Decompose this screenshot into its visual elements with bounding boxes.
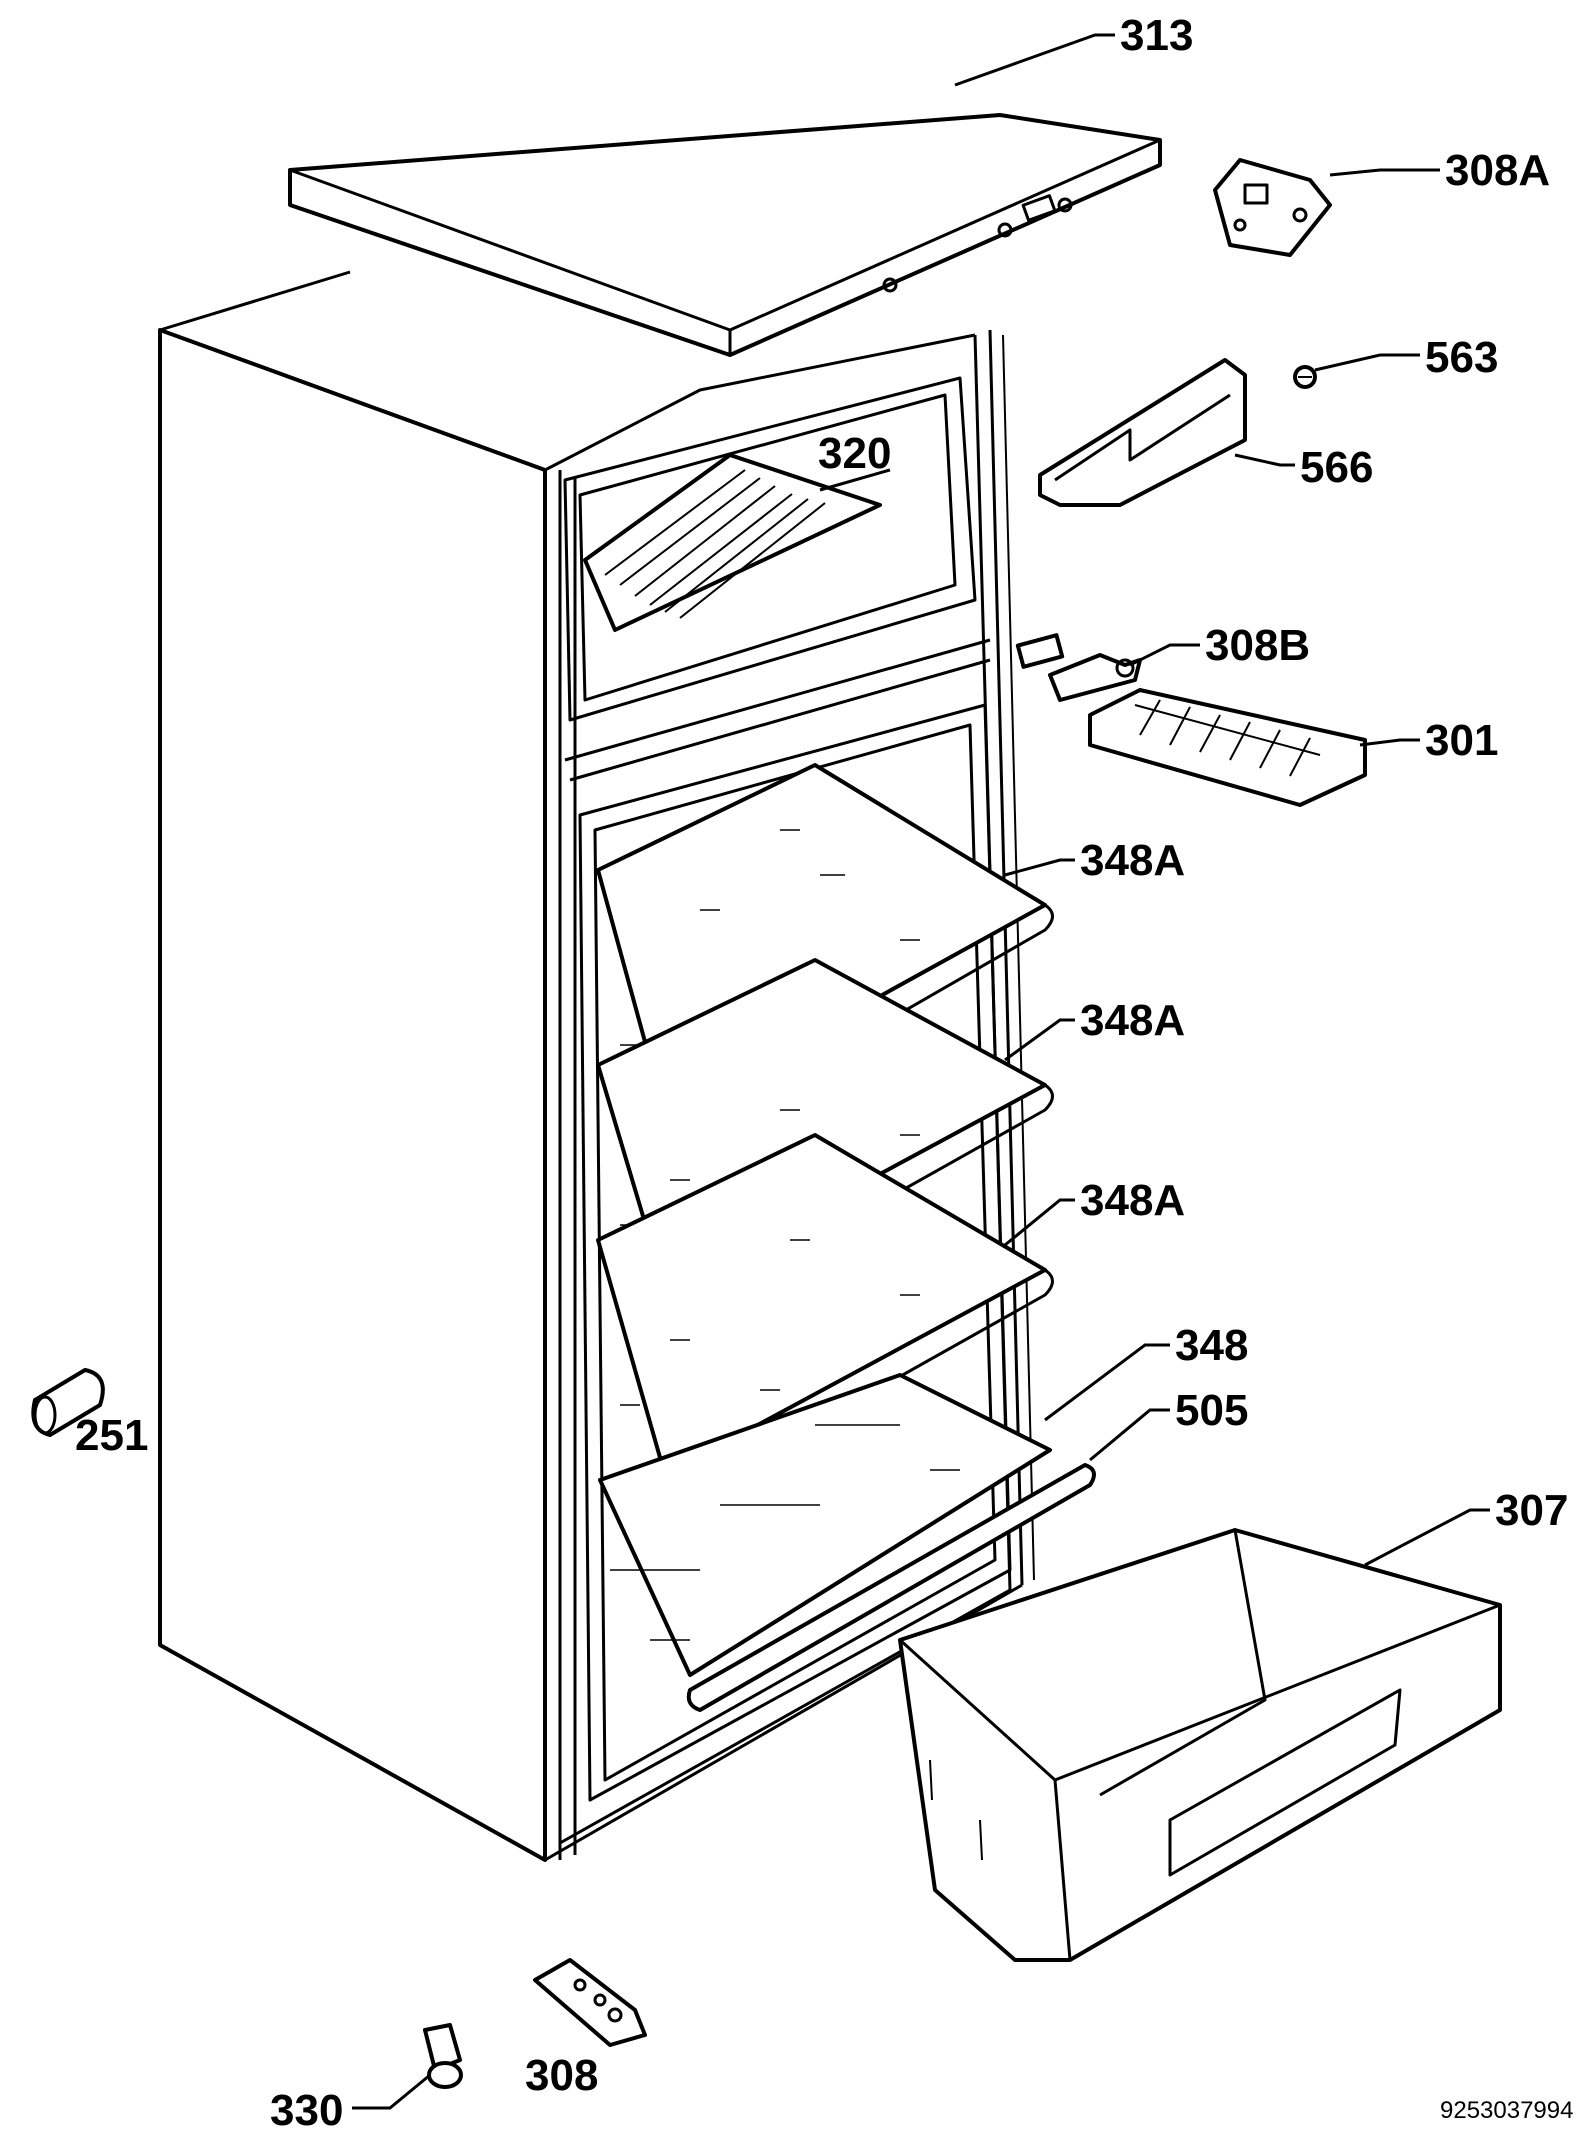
shelf-trim-strip-505 <box>686 1463 1096 1712</box>
callout-348A-3: 348A <box>1080 1176 1185 1225</box>
callout-251: 251 <box>75 1411 148 1460</box>
screw-563 <box>1293 365 1317 389</box>
callout-308A: 308A <box>1445 146 1550 195</box>
fridge-compartment <box>578 703 1012 1802</box>
top-cover-313 <box>288 113 1162 357</box>
freezer-grid-shelf <box>583 453 882 632</box>
callout-labels: 313 308A 563 566 320 308B 301 348A 348A … <box>75 11 1573 2129</box>
callout-308: 308 <box>525 2051 598 2100</box>
freezer-flap-566 <box>1038 358 1247 507</box>
callout-301: 301 <box>1425 716 1498 765</box>
callout-307: 307 <box>1495 1486 1568 1535</box>
callout-320: 320 <box>818 429 891 478</box>
callout-566: 566 <box>1300 443 1373 492</box>
callout-563: 563 <box>1425 333 1498 382</box>
callout-308B: 308B <box>1205 621 1310 670</box>
top-hinge-308A <box>1213 158 1332 257</box>
callout-330: 330 <box>270 2086 343 2129</box>
middle-hinge-308B <box>1015 633 1142 702</box>
freezer-compartment <box>563 376 991 782</box>
callout-313: 313 <box>1120 11 1193 60</box>
callout-505: 505 <box>1175 1386 1248 1435</box>
callout-348: 348 <box>1175 1321 1248 1370</box>
callout-348A-1: 348A <box>1080 836 1185 885</box>
ice-cube-tray-301 <box>1088 688 1367 807</box>
document-number: 9253037994 <box>1440 2097 1573 2124</box>
crisper-drawer-307 <box>898 1528 1502 1962</box>
cylinder-part-251 <box>31 1368 105 1437</box>
crisper-cover-glass-348 <box>598 1373 1052 1677</box>
leader-lines <box>352 33 1490 2110</box>
callout-348A-2: 348A <box>1080 996 1185 1045</box>
cabinet <box>158 270 1035 1862</box>
adjustable-foot-330 <box>423 2023 463 2089</box>
bottom-hinge-308 <box>533 1958 647 2047</box>
